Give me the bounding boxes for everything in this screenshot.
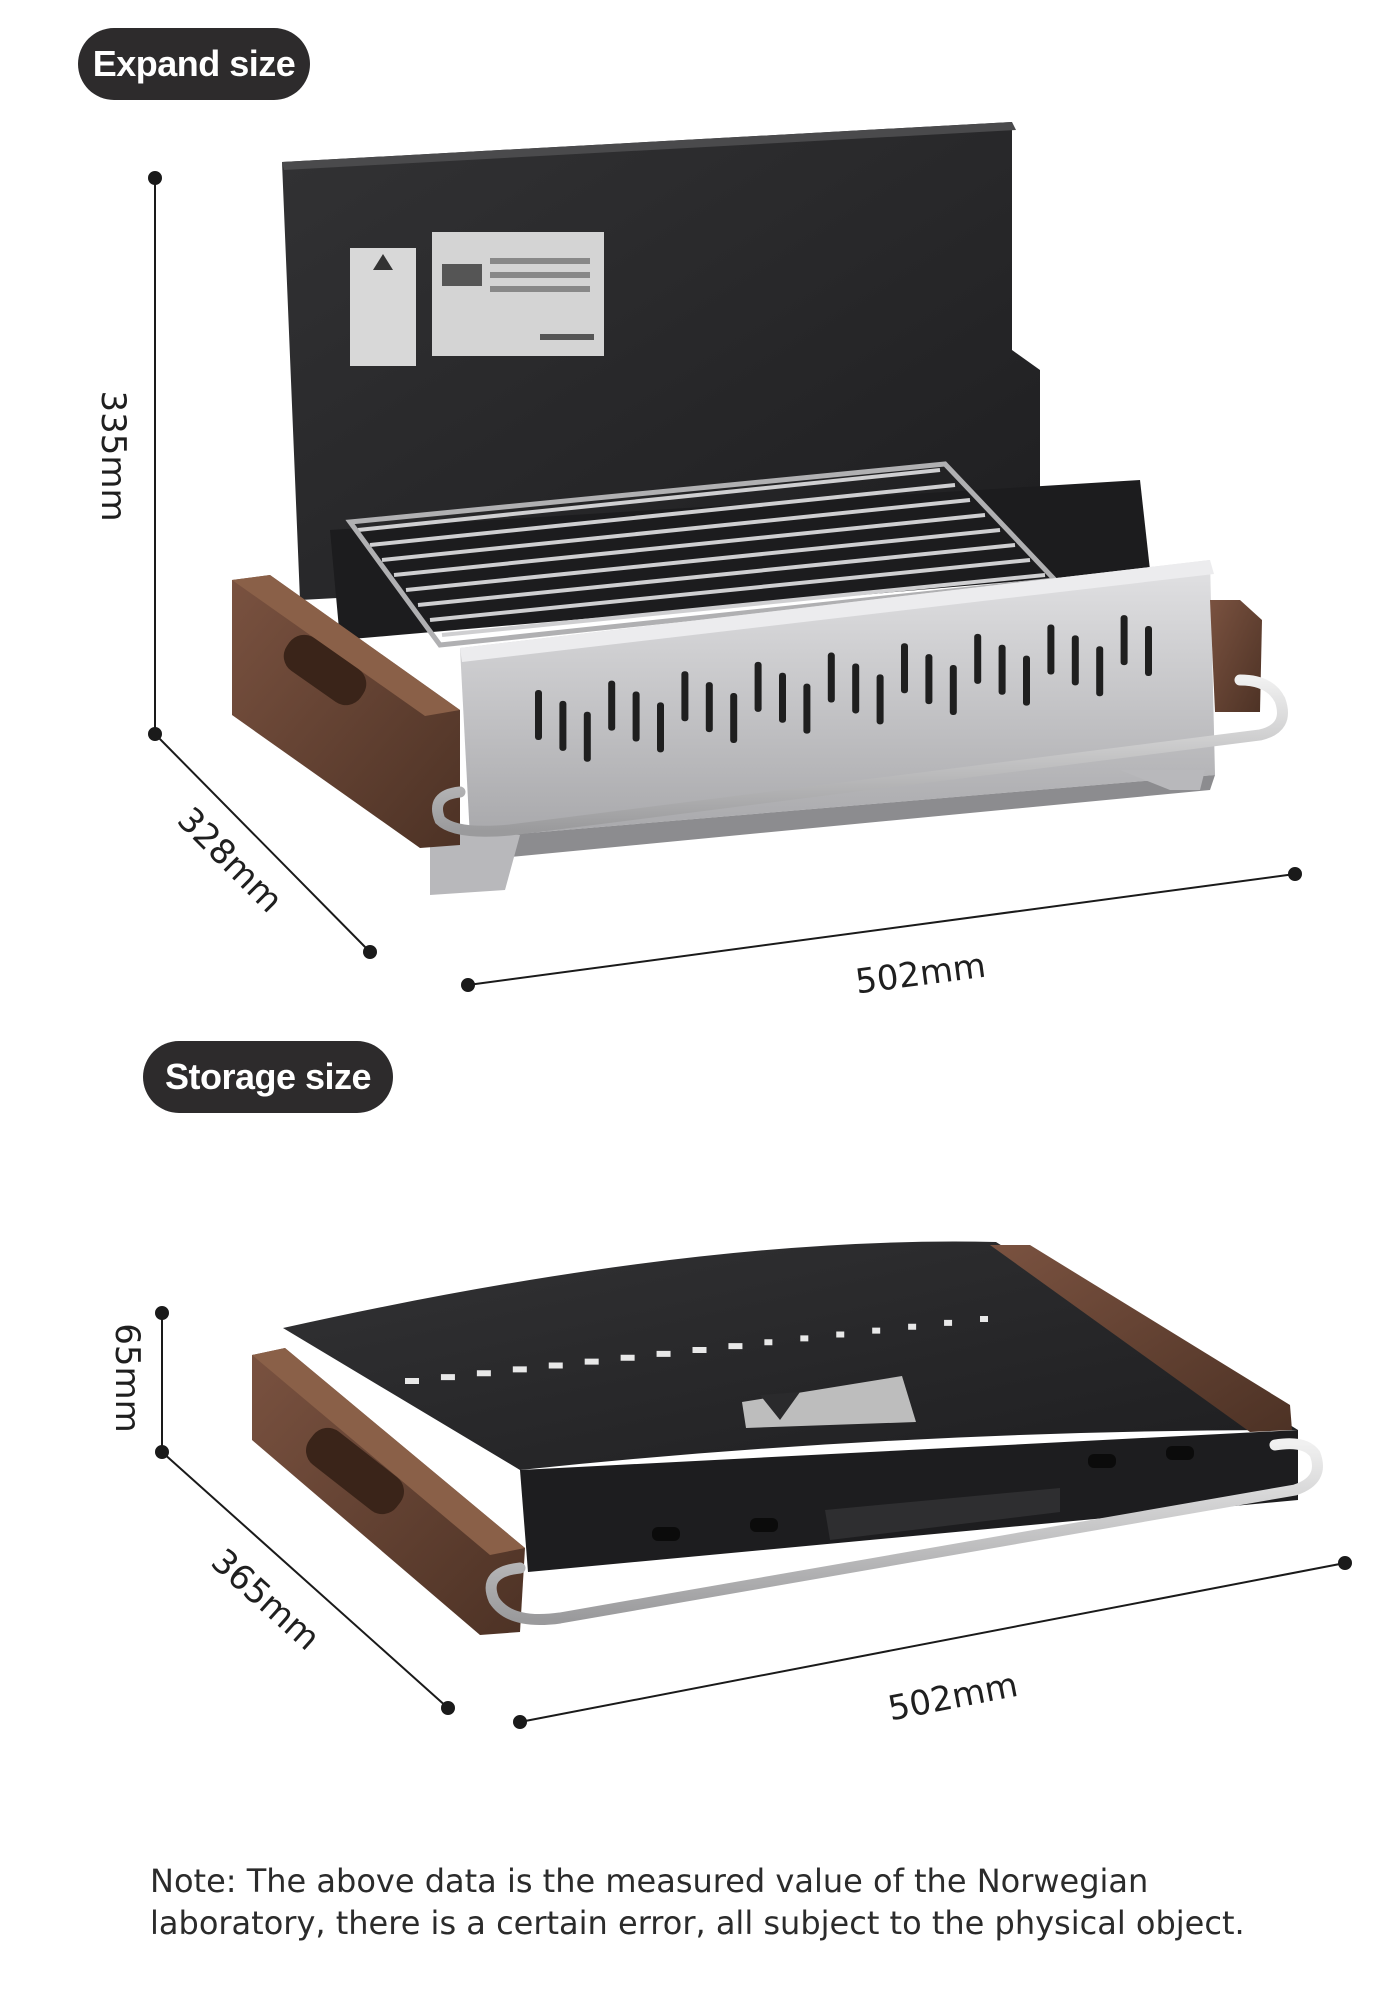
lid-slot [584, 1358, 599, 1365]
expand-size-badge: Expand size [78, 28, 310, 100]
vent-slot [705, 682, 713, 733]
measurement-note: Note: The above data is the measured val… [150, 1862, 1245, 1942]
vent-slot [730, 693, 738, 744]
lid-slot [728, 1343, 743, 1350]
lid-slot [476, 1370, 491, 1377]
storage-width-label: 502mm [885, 1665, 1021, 1729]
vent-slot [998, 644, 1006, 695]
lid-slot [764, 1339, 773, 1346]
vent-slot [949, 664, 957, 715]
vent-slot [754, 661, 762, 712]
folded-lid-top [283, 1241, 1298, 1470]
vent-slot [1120, 615, 1128, 666]
storage-left-handle-cutout [305, 1427, 405, 1515]
storage-right-wood-handle [990, 1245, 1292, 1432]
vent-slot [803, 683, 811, 734]
lid-slot [440, 1374, 455, 1381]
lid-slot [692, 1347, 707, 1353]
expand-dimension-lines [148, 171, 1302, 992]
lid-slot [548, 1362, 563, 1369]
expand-height-label: 335mm [93, 390, 133, 521]
vent-slot [657, 702, 664, 753]
vent-slot [852, 663, 860, 714]
storage-dimension-lines [155, 1306, 1352, 1729]
vent-slot [1071, 635, 1079, 686]
expand-width-label: 502mm [853, 946, 988, 1003]
storage-size-badge: Storage size [143, 1041, 393, 1113]
lid-slot [980, 1316, 988, 1322]
brand-logo [742, 1376, 916, 1428]
vent-slot [583, 711, 591, 762]
lid-slot [800, 1335, 809, 1342]
lid-slot [656, 1350, 671, 1357]
vent-slots [535, 615, 1152, 762]
lid-slots [405, 1316, 988, 1384]
vent-slot [925, 654, 933, 705]
grill-grate [357, 468, 1046, 637]
storage-front-rail [485, 1438, 1323, 1626]
lid-slot [512, 1366, 527, 1373]
vent-slot [559, 700, 567, 751]
right-wood-handle [1210, 600, 1262, 712]
lid-slot [836, 1331, 845, 1338]
vent-slot [632, 691, 640, 742]
vent-slot [535, 690, 542, 740]
vent-slot [1096, 646, 1104, 697]
lid-slot [908, 1323, 917, 1330]
lid-slot [620, 1354, 635, 1361]
vent-slot [974, 633, 982, 684]
vent-slot [901, 643, 908, 694]
vent-slot [1145, 626, 1152, 676]
lid-slot [944, 1319, 953, 1326]
left-handle-cutout [283, 634, 367, 706]
storage-height-label: 65mm [107, 1323, 147, 1433]
vent-slot [608, 680, 616, 731]
vent-slot [1023, 655, 1030, 706]
vent-slot [1047, 624, 1055, 675]
lid-slot [872, 1327, 881, 1334]
expanded-grill [232, 122, 1288, 895]
expand-depth-label: 328mm [169, 800, 290, 921]
lid-slot [405, 1378, 419, 1384]
front-rail [432, 674, 1288, 837]
vent-slot [681, 671, 689, 722]
storage-depth-label: 365mm [203, 1541, 327, 1658]
vent-slot [876, 674, 884, 725]
vent-slot [779, 672, 786, 723]
vent-slot [827, 652, 835, 703]
folded-grill [252, 1241, 1323, 1635]
